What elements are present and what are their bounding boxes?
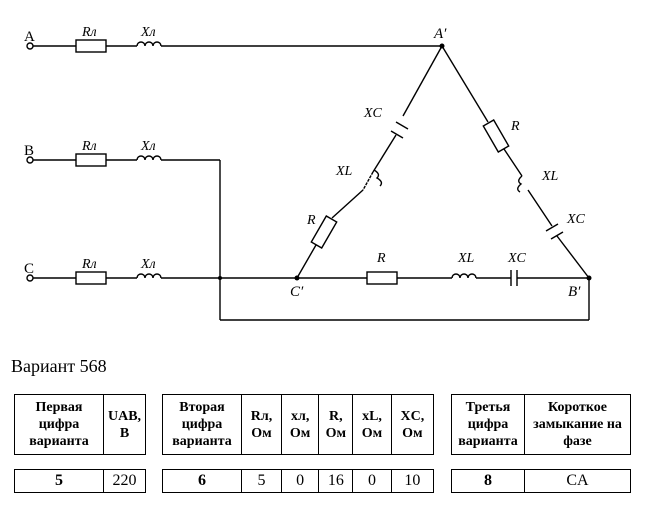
circuit-diagram: A B C Rл Xл Rл Xл Rл Xл A′ C′ B′ XC XL R… <box>24 25 592 321</box>
label-rl-a: Rл <box>81 25 97 40</box>
terminal-c: C <box>24 261 34 277</box>
cell-second-digit: 6 <box>162 469 242 493</box>
label-xl-bottom: XL <box>457 251 475 266</box>
label-xl-a: Xл <box>140 25 156 40</box>
terminal-b: B <box>24 143 34 159</box>
header-third-digit: Третья цифра варианта <box>451 394 525 455</box>
cell-rl: 5 <box>241 469 282 493</box>
cell-xl-line: 0 <box>280 469 320 493</box>
header-xc: XC, Ом <box>390 394 435 455</box>
header-rl: Rл, Ом <box>241 394 282 455</box>
label-r-left: R <box>306 213 316 228</box>
header-r: R, Ом <box>318 394 354 455</box>
cell-xl: 0 <box>352 469 392 493</box>
label-xc-bottom: XC <box>507 251 527 266</box>
cell-third-digit: 8 <box>451 469 525 493</box>
cell-uab: 220 <box>103 469 146 493</box>
node-b-label: B′ <box>568 284 581 300</box>
header-xl: xL, Ом <box>352 394 392 455</box>
cell-first-digit: 5 <box>14 469 104 493</box>
label-xl-left: XL <box>335 164 353 179</box>
node-a-label: A′ <box>433 26 447 42</box>
table-first-digit: Первая цифра варианта UAB, В 5 220 <box>14 394 146 493</box>
cell-short-circuit: CA <box>524 469 631 493</box>
variant-title: Вариант 568 <box>11 356 107 376</box>
header-short-circuit: Короткое замыкание на фазе <box>524 394 631 455</box>
header-xl-line: xл, Ом <box>280 394 320 455</box>
label-rl-b: Rл <box>81 139 97 154</box>
cell-xc: 10 <box>390 469 435 493</box>
label-rl-c: Rл <box>81 257 97 272</box>
table-third-digit: Третья цифра варианта Короткое замыкание… <box>451 394 631 493</box>
header-second-digit: Вторая цифра варианта <box>162 394 242 455</box>
label-xc-right: XC <box>566 212 586 227</box>
table-second-digit: Вторая цифра варианта Rл, Ом xл, Ом R, О… <box>162 394 435 493</box>
node-c-label: C′ <box>290 284 304 300</box>
label-r-bottom: R <box>376 251 386 266</box>
cell-r: 16 <box>318 469 354 493</box>
label-xl-right: XL <box>541 169 559 184</box>
label-r-right: R <box>510 119 520 134</box>
label-xc-left: XC <box>363 106 383 121</box>
header-uab: UAB, В <box>103 394 146 455</box>
terminal-a: A <box>24 29 35 45</box>
label-xl-b: Xл <box>140 139 156 154</box>
header-first-digit: Первая цифра варианта <box>14 394 104 455</box>
label-xl-c: Xл <box>140 257 156 272</box>
